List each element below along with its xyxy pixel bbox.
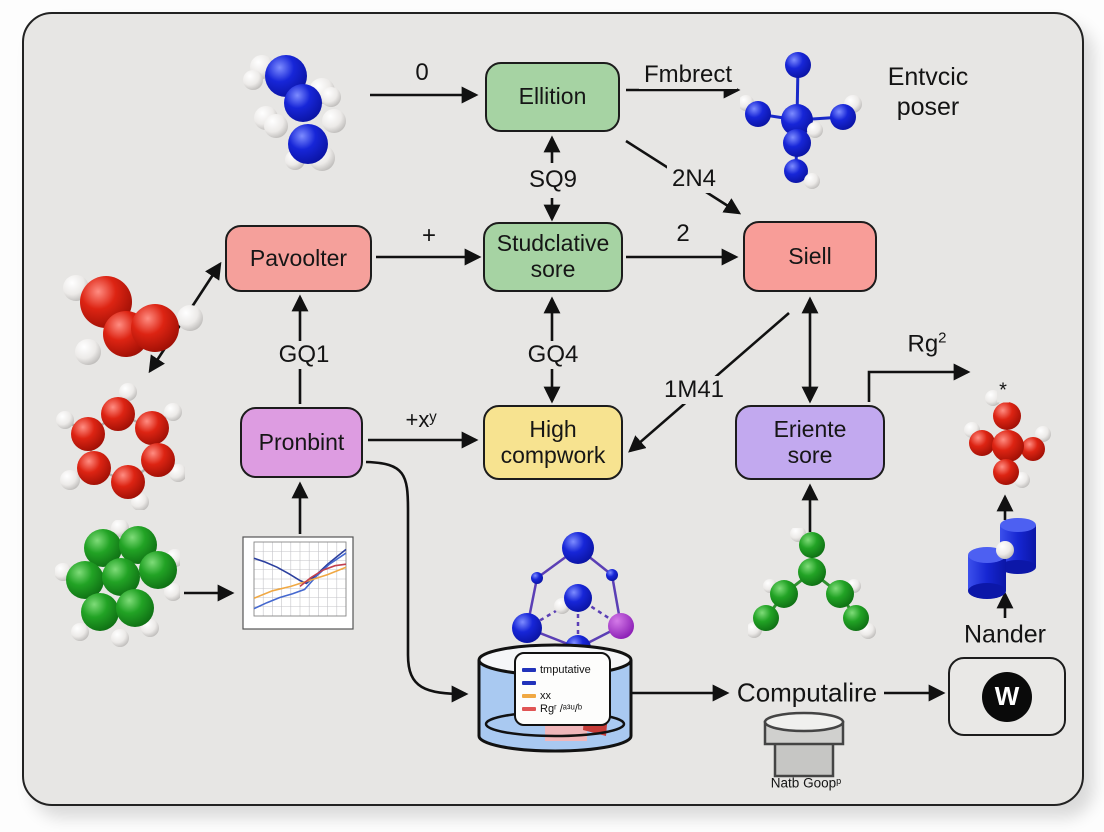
node-ellition: Ellition bbox=[485, 62, 620, 132]
node-label: Eriente sore bbox=[773, 415, 847, 468]
edge-label-two: 2 bbox=[671, 220, 695, 248]
node-high-compwork: High compwork bbox=[483, 405, 623, 480]
node-label: Studclative sore bbox=[496, 230, 610, 282]
node-pavoolter: Pavoolter bbox=[225, 225, 372, 292]
legend-label: tmputative bbox=[540, 663, 591, 676]
edge-label-gq4: GQ4 bbox=[522, 341, 584, 369]
asterisk-label: * bbox=[997, 379, 1009, 403]
natb-goop-label: Natb Goopᵖ bbox=[770, 775, 842, 791]
node-pronbint: Pronbint bbox=[240, 407, 363, 478]
edge-label-zero: 0 bbox=[410, 59, 434, 87]
edge-label-sq9: SQ9 bbox=[523, 166, 583, 194]
w-badge: W bbox=[982, 671, 1032, 722]
node-eriente-sore: Eriente sore bbox=[735, 405, 885, 480]
edge-label-2n4: 2N4 bbox=[666, 165, 722, 193]
entvcic-poser-label: Entvcic poser bbox=[888, 62, 969, 122]
entvcic-line2: poser bbox=[896, 93, 960, 121]
legend-row: Rgʳ /ᵃ³ᵘ/ᵇ bbox=[522, 702, 603, 715]
legend-swatch bbox=[522, 693, 536, 698]
nander-label: Nander bbox=[964, 620, 1046, 649]
legend-row bbox=[522, 676, 603, 689]
legend-swatch bbox=[522, 706, 536, 711]
computalire-label: Computalire bbox=[736, 677, 878, 708]
entvcic-line1: Entvcic bbox=[887, 63, 969, 91]
node-studclative-sore: Studclative sore bbox=[483, 222, 623, 292]
legend-row: tmputative bbox=[522, 663, 603, 676]
node-label: Siell bbox=[788, 242, 832, 269]
node-label: Ellition bbox=[518, 83, 587, 110]
legend-row: xx bbox=[522, 689, 603, 702]
rg2-sup: 2 bbox=[938, 329, 947, 347]
node-label: High compwork bbox=[500, 415, 606, 468]
legend-swatch bbox=[522, 680, 536, 685]
node-label: Pavoolter bbox=[249, 244, 348, 271]
node-siell: Siell bbox=[743, 221, 877, 292]
edge-label-rg2: Rg2 bbox=[902, 329, 952, 359]
w-box: W bbox=[948, 657, 1066, 736]
edge-label-gq1: GQ1 bbox=[273, 341, 335, 369]
edge-label-1m41: 1M41 bbox=[658, 376, 730, 404]
rg2-base: Rg bbox=[907, 330, 939, 358]
legend-swatch bbox=[522, 667, 536, 672]
legend-label: Rgʳ /ᵃ³ᵘ/ᵇ bbox=[540, 702, 582, 715]
edge-label-plus-x: +xʸ bbox=[400, 407, 442, 433]
edge-label-plus: + bbox=[416, 222, 442, 250]
legend-label: xx bbox=[540, 689, 551, 702]
node-label: Pronbint bbox=[258, 428, 345, 455]
edge-label-fmbrect: Fmbrect bbox=[638, 61, 738, 89]
